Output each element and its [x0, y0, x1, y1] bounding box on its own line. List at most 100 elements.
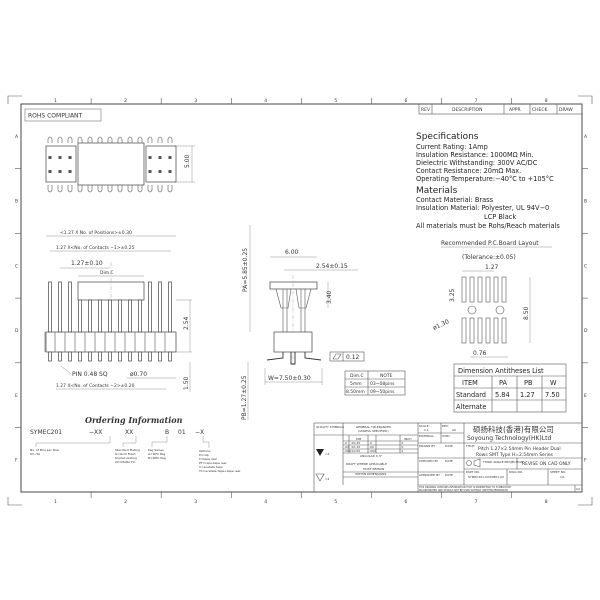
pin — [137, 136, 143, 143]
pcb-pad — [501, 317, 507, 344]
pin — [67, 185, 73, 193]
pin — [107, 185, 113, 193]
tolerance-cell: ± — [401, 445, 404, 449]
overall-length-dim: <1.27 X No. of Positions>±0.30 — [60, 230, 132, 236]
code-part: X — [200, 429, 204, 436]
rev-label: REV: — [442, 424, 449, 428]
tolerance-cell: ±0.25 — [351, 441, 360, 445]
dimension-list-title: Dimension Antitheses List — [458, 367, 544, 375]
code-part: B — [165, 429, 169, 436]
pin — [157, 185, 163, 193]
pin-tail — [58, 351, 62, 362]
pin-tail — [148, 351, 152, 362]
rohs-box — [24, 108, 102, 122]
contact-square — [68, 170, 72, 173]
pin — [127, 136, 133, 143]
contact-square — [48, 170, 52, 173]
zone-column-label: 1 — [54, 499, 57, 505]
pad-width-dim: 0.76 — [473, 350, 487, 357]
draft-note: MUST REMAIN — [363, 467, 384, 471]
pin-tail — [158, 351, 162, 362]
table-header: PA — [499, 379, 508, 387]
pin — [47, 185, 53, 193]
scale-value: 1:1 — [424, 428, 429, 432]
top-view: 5.00 — [45, 136, 195, 193]
tolerance-cell: .XX — [369, 445, 374, 449]
table-cell: 09~50pins — [370, 389, 395, 395]
proprietary-notice: INCORPORATED AND SHOULD NOT BE USED WITH… — [419, 489, 508, 492]
pin — [97, 185, 103, 193]
height-dim: 3.40 — [326, 290, 333, 304]
title-label: TITLE: — [465, 444, 475, 448]
zone-column-label: 8 — [545, 499, 548, 505]
contact-square — [168, 170, 172, 173]
table-cell: Standard — [456, 391, 486, 399]
zone-row-label: F — [15, 458, 18, 464]
quality-triangle-icon — [316, 449, 324, 456]
pin — [57, 136, 63, 143]
pin — [138, 299, 142, 333]
zone-row-label: B — [15, 199, 18, 205]
front-view: <1.27 X No. of Positions>±0.30 1.27 X<No… — [44, 230, 192, 392]
mm-header: MM — [356, 437, 362, 441]
zone-row-label: C — [584, 263, 587, 269]
tolerance-cell: .XXX — [369, 449, 376, 453]
ordering-note: Options — [199, 449, 211, 453]
pcb-pad — [461, 317, 467, 344]
pin — [48, 281, 52, 333]
code-part: −XX — [89, 429, 102, 436]
date-label: DATE — [445, 459, 453, 463]
side-view: PA=5.85±0.25 6.00 2.54±0.15 3.40 W=7.50±… — [241, 225, 365, 420]
table-cell: 5.84 — [495, 391, 510, 399]
materials-heading: Materials — [416, 186, 458, 196]
table-cell: 8.50mm — [346, 389, 365, 395]
pin — [127, 185, 133, 193]
contacts-span-bottom-dim: 1.27 X<No. of Contacts −2>±0.20 — [56, 383, 135, 389]
draft-note: WITHIN DIMENSIONS — [355, 472, 386, 476]
pcb-layout-title: Recommended P.C.Board Layout — [441, 240, 539, 247]
pcb-pad — [477, 317, 483, 344]
spec-line: Current Rating: 1Amp — [416, 143, 488, 151]
contact-square — [58, 170, 62, 173]
zone-column-label: 4 — [264, 499, 267, 505]
material-line: Insulation Material: Polyester, UL 94V−0 — [416, 204, 549, 212]
company-name-cn: 硕扬科技(香港)有限公司 — [473, 424, 554, 434]
pin — [58, 281, 62, 333]
pin-tail — [168, 351, 172, 362]
tolerances-subtitle: (UNLESS SPECIFIED) — [358, 429, 389, 433]
tail-dim: 1.50 — [183, 376, 190, 390]
code-part: XX — [125, 429, 133, 436]
zone-row-label: B — [584, 199, 587, 205]
tolerance-cell: .XXX — [344, 449, 351, 453]
table-cell: 5mm — [350, 381, 362, 387]
pin — [108, 299, 112, 333]
uwd-label: UWD: — [442, 434, 450, 438]
contact-square — [58, 156, 62, 159]
pin — [158, 281, 162, 333]
tolerance-cell: .X — [344, 441, 347, 445]
pad-length-dim: 3.25 — [449, 288, 456, 302]
tolerance-cell: ±0.15 — [351, 445, 360, 449]
ordering-note: C=acetate tape — [199, 465, 223, 469]
ordering-note: PT=cap+tape reel — [199, 461, 227, 465]
material-line: LCP Black — [484, 213, 516, 221]
overall-dim: 8.50 — [523, 306, 530, 320]
pin-tail — [118, 351, 122, 362]
pin — [168, 281, 172, 333]
drawing-title: Rows SMT Type H=2.54mm Series — [476, 452, 554, 458]
tolerance-cell: ± — [401, 449, 404, 453]
table-header: ITEM — [462, 379, 478, 387]
ordering-note: Peg Series — [148, 448, 164, 452]
pin — [57, 185, 63, 193]
table-cell: 7.50 — [545, 391, 560, 399]
pin-tail — [78, 351, 82, 362]
pin — [167, 185, 173, 193]
note-header: NOTE — [380, 373, 393, 379]
flatness-icon — [332, 353, 342, 360]
company-name-en: Soyoung Technology(HK)Ltd — [467, 435, 551, 442]
zone-column-label: 7 — [475, 499, 478, 505]
revision-table: REV DESCRIPTION APPR CHECK DRAW — [418, 103, 583, 115]
contact-square — [148, 156, 152, 159]
part-no-label: PART NO. — [466, 470, 480, 474]
pcb-pitch-dim: 1.27 — [485, 264, 499, 271]
